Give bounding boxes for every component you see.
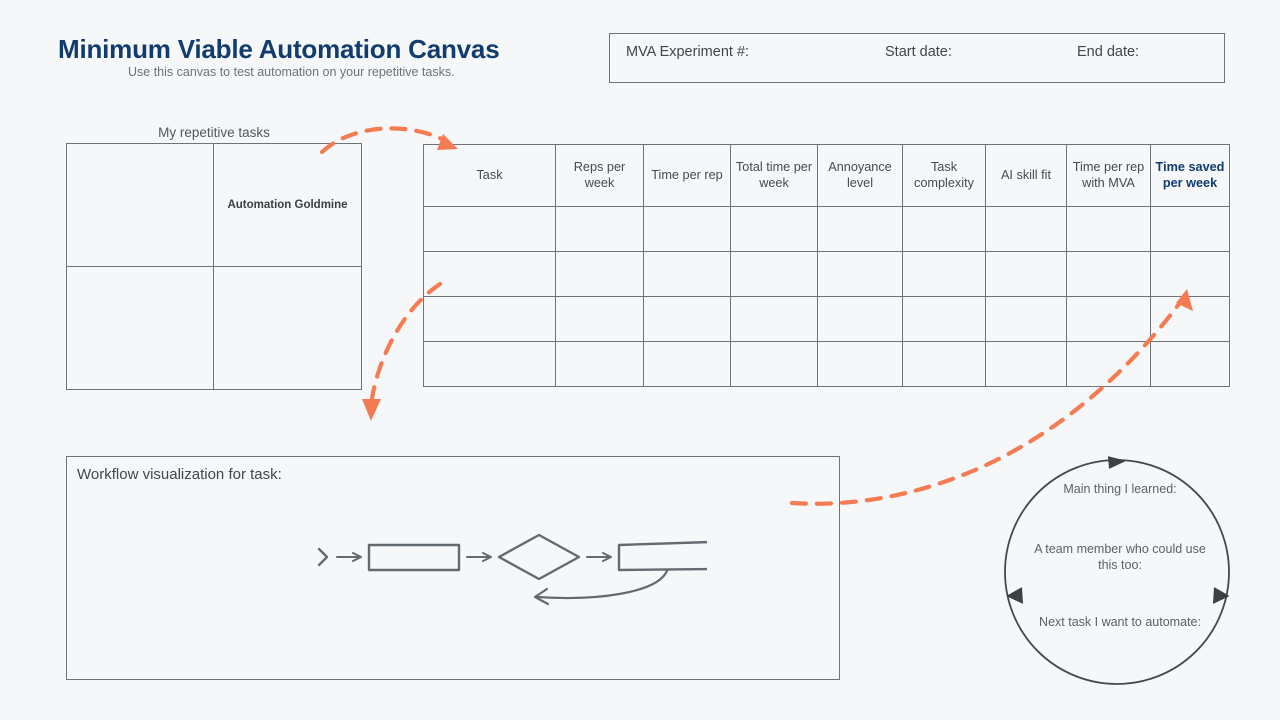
process-rectangle-2 xyxy=(617,540,707,572)
table-cell[interactable] xyxy=(1066,251,1151,297)
decision-diamond xyxy=(497,533,581,581)
table-cell[interactable] xyxy=(902,206,986,252)
loop-back-curve xyxy=(535,569,669,600)
connector-arrowhead-workflow-icon xyxy=(362,399,381,421)
table-cell[interactable] xyxy=(555,296,644,342)
matrix-cell-bottom-left[interactable] xyxy=(67,266,214,389)
process-rectangle-1 xyxy=(367,543,461,572)
start-chevron-icon xyxy=(317,547,329,567)
table-cell[interactable] xyxy=(985,251,1067,297)
table-cell[interactable] xyxy=(985,341,1067,387)
loop-back-arrow-head-icon xyxy=(533,587,550,606)
repetitive-tasks-matrix[interactable]: Automation Goldmine xyxy=(66,143,362,390)
table-cell[interactable] xyxy=(423,341,556,387)
table-cell[interactable] xyxy=(902,251,986,297)
table-column-header: Task complexity xyxy=(902,144,986,207)
matrix-cell-top-left[interactable] xyxy=(67,144,214,267)
table-cell[interactable] xyxy=(817,341,903,387)
page-title: Minimum Viable Automation Canvas xyxy=(58,34,500,64)
table-cell[interactable] xyxy=(1066,206,1151,252)
table-row[interactable] xyxy=(423,206,1230,252)
table-column-header: Total time per week xyxy=(730,144,818,207)
table-cell[interactable] xyxy=(1150,251,1230,297)
reflection-item-team-member: A team member who could use this too: xyxy=(1034,542,1206,572)
table-cell[interactable] xyxy=(985,296,1067,342)
table-cell[interactable] xyxy=(1150,206,1230,252)
start-date-label: Start date: xyxy=(885,44,952,60)
table-cell[interactable] xyxy=(730,296,818,342)
table-row[interactable] xyxy=(423,341,1230,387)
table-cell[interactable] xyxy=(1066,341,1151,387)
table-row[interactable] xyxy=(423,251,1230,297)
table-body[interactable] xyxy=(423,206,1230,387)
end-date-label: End date: xyxy=(1077,44,1140,60)
table-cell[interactable] xyxy=(643,206,731,252)
table-cell[interactable] xyxy=(1066,296,1151,342)
table-cell[interactable] xyxy=(1150,296,1230,342)
matrix-cell-bottom-right[interactable] xyxy=(214,267,361,390)
matrix-cell-automation-goldmine[interactable]: Automation Goldmine xyxy=(214,144,361,267)
table-cell[interactable] xyxy=(730,341,818,387)
table-column-header: Reps per week xyxy=(555,144,644,207)
table-cell[interactable] xyxy=(902,341,986,387)
table-cell[interactable] xyxy=(555,341,644,387)
table-cell[interactable] xyxy=(555,251,644,297)
cycle-arrow-left-icon xyxy=(1007,587,1024,604)
table-column-header: Annoyance level xyxy=(817,144,903,207)
table-column-header: AI skill fit xyxy=(985,144,1067,207)
cycle-arrow-right-icon xyxy=(1212,587,1229,604)
table-row[interactable] xyxy=(423,296,1230,342)
table-cell[interactable] xyxy=(423,206,556,252)
table-cell[interactable] xyxy=(817,206,903,252)
page-subtitle: Use this canvas to test automation on yo… xyxy=(128,65,455,79)
table-cell[interactable] xyxy=(985,206,1067,252)
arrow-head-2-icon xyxy=(482,552,492,562)
table-cell[interactable] xyxy=(817,251,903,297)
table-column-header: Time per rep with MVA xyxy=(1066,144,1151,207)
workflow-title: Workflow visualization for task: xyxy=(77,466,282,483)
table-column-header: Time per rep xyxy=(643,144,731,207)
table-column-header: Time saved per week xyxy=(1150,144,1230,207)
table-cell[interactable] xyxy=(730,251,818,297)
reflection-item-learned: Main thing I learned: xyxy=(1063,482,1177,496)
reflection-cycle: Main thing I learned: A team member who … xyxy=(1000,450,1240,700)
table-cell[interactable] xyxy=(643,296,731,342)
arrow-head-1-icon xyxy=(352,552,362,562)
cycle-arrow-top-icon xyxy=(1107,456,1125,469)
mva-experiment-number-label: MVA Experiment #: xyxy=(626,44,750,60)
table-cell[interactable] xyxy=(902,296,986,342)
matrix-title: My repetitive tasks xyxy=(158,125,270,140)
experiment-meta-bar[interactable]: MVA Experiment #: Start date: End date: xyxy=(609,33,1225,83)
table-cell[interactable] xyxy=(730,206,818,252)
table-cell[interactable] xyxy=(555,206,644,252)
table-cell[interactable] xyxy=(643,341,731,387)
table-column-header: Task xyxy=(423,144,556,207)
table-cell[interactable] xyxy=(423,296,556,342)
reflection-item-next-task: Next task I want to automate: xyxy=(1039,615,1201,629)
table-cell[interactable] xyxy=(423,251,556,297)
workflow-flowchart-diagram xyxy=(317,533,707,606)
table-cell[interactable] xyxy=(643,251,731,297)
table-cell[interactable] xyxy=(817,296,903,342)
arrow-head-3-icon xyxy=(602,552,612,562)
workflow-visualization-box[interactable]: Workflow visualization for task: xyxy=(66,456,840,680)
table-cell[interactable] xyxy=(1150,341,1230,387)
